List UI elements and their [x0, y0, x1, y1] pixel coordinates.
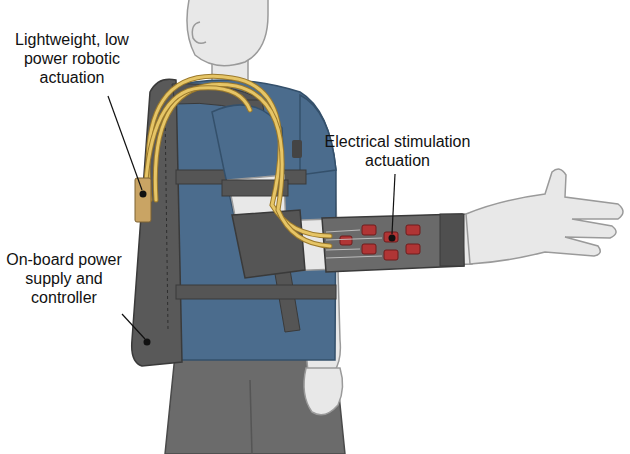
pants: [165, 355, 345, 454]
callout-dot: [140, 191, 147, 198]
elbow-cuff: [232, 210, 305, 278]
callout-dot: [389, 235, 396, 242]
callout-label: Lightweight, low power robotic actuation: [2, 30, 142, 87]
hand: [466, 169, 623, 264]
hand: [304, 368, 343, 415]
callout-label: On-board power supply and controller: [2, 250, 126, 307]
ear: [192, 22, 206, 43]
callout-dot: [144, 339, 151, 346]
actuator: [135, 178, 151, 222]
leader-line: [108, 96, 395, 339]
callout-label: Electrical stimulation actuation: [315, 132, 480, 170]
head: [187, 0, 268, 66]
